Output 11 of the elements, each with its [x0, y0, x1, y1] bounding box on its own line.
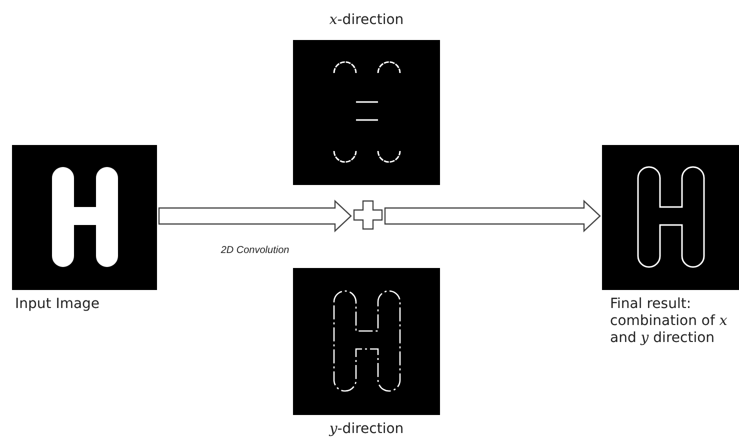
image-caption: Input Image: [15, 296, 101, 313]
image-panel: [293, 268, 440, 415]
block-arrow: [158, 200, 352, 232]
image-panel: [602, 145, 739, 290]
block-arrow: [384, 200, 601, 232]
image-caption: Final result: combination of x and y direction: [610, 296, 728, 347]
image-caption: y-direction: [328, 421, 405, 438]
image-panel: [12, 145, 157, 290]
image-caption: x-direction: [328, 12, 405, 29]
edge-label: 2D Convolution: [220, 244, 290, 257]
image-panel: [293, 40, 440, 185]
